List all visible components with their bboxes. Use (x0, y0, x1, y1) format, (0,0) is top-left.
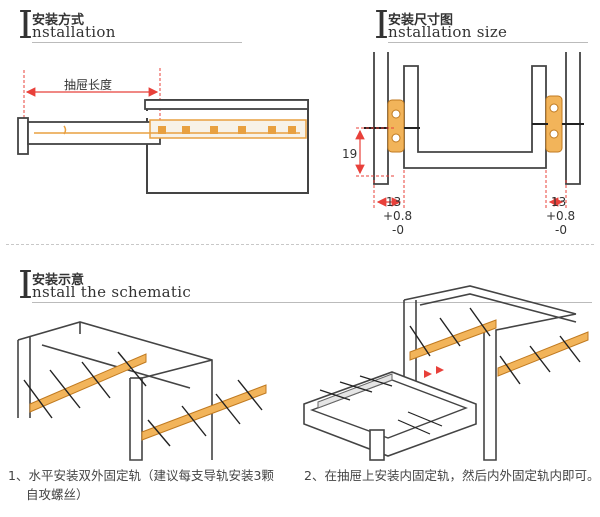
rail-screws (158, 126, 296, 134)
installation-title-zh: 安装方式 (32, 13, 85, 28)
tol-plus-right: +0.8 (546, 209, 576, 223)
header-initial: I (18, 3, 34, 47)
left-slide-bracket (387, 99, 405, 153)
slide-rail-outer (149, 119, 307, 139)
header-rule (32, 42, 242, 43)
cabinet-outline (146, 99, 309, 194)
cabinet-right-wall (565, 52, 581, 185)
header-rule (388, 42, 588, 43)
drawer-front (369, 429, 385, 461)
caption-step-1-line1: 1、水平安装双外固定轨（建议每支导轨安装3颗 (8, 468, 274, 483)
size-diagram (355, 52, 584, 210)
slide-direction-markers (424, 366, 444, 378)
installation-diagram (17, 68, 309, 194)
drawer-front (17, 117, 29, 155)
schematic-title-zh: 安装示意 (32, 273, 85, 288)
caption-step-2: 2、在抽屉上安装内固定轨，然后内外固定轨内即可。 (304, 468, 600, 483)
header-rule (32, 302, 592, 303)
tol-minus-right: -0 (555, 223, 567, 237)
header-initial: I (374, 3, 390, 47)
drawer-length-label: 抽屉长度 (64, 78, 113, 92)
caption-step-1-line2: 自攻螺丝） (26, 487, 89, 502)
schematic-outer-rails-right (409, 307, 589, 385)
installation-title-en: nstallation (32, 23, 116, 41)
size-title-zh: 安装尺寸图 (388, 13, 454, 28)
dim-13-left-label: 13 (386, 195, 402, 209)
right-slide-bracket (545, 95, 563, 153)
outer-rail-upper (29, 353, 147, 413)
schematic-outer-rails-left (23, 351, 267, 447)
schematic-title-en: nstall the schematic (32, 283, 192, 301)
cabinet-left-wall (373, 52, 389, 185)
tol-plus-left: +0.8 (383, 209, 413, 223)
outer-rail-lower (141, 384, 267, 441)
cabinet-top (144, 99, 309, 110)
header-initial: I (18, 263, 34, 307)
size-title-en: nstallation size (388, 23, 508, 41)
tol-minus-left: -0 (392, 223, 404, 237)
drawer-body (403, 65, 547, 169)
inner-rail (317, 373, 393, 409)
rail-hook (63, 125, 67, 135)
schematic-drawer (303, 366, 477, 461)
section-divider (6, 244, 594, 245)
dim-19-label: 19 (342, 147, 358, 161)
schematic-cabinet-left (17, 321, 213, 461)
dim-13-right-label: 13 (551, 195, 567, 209)
